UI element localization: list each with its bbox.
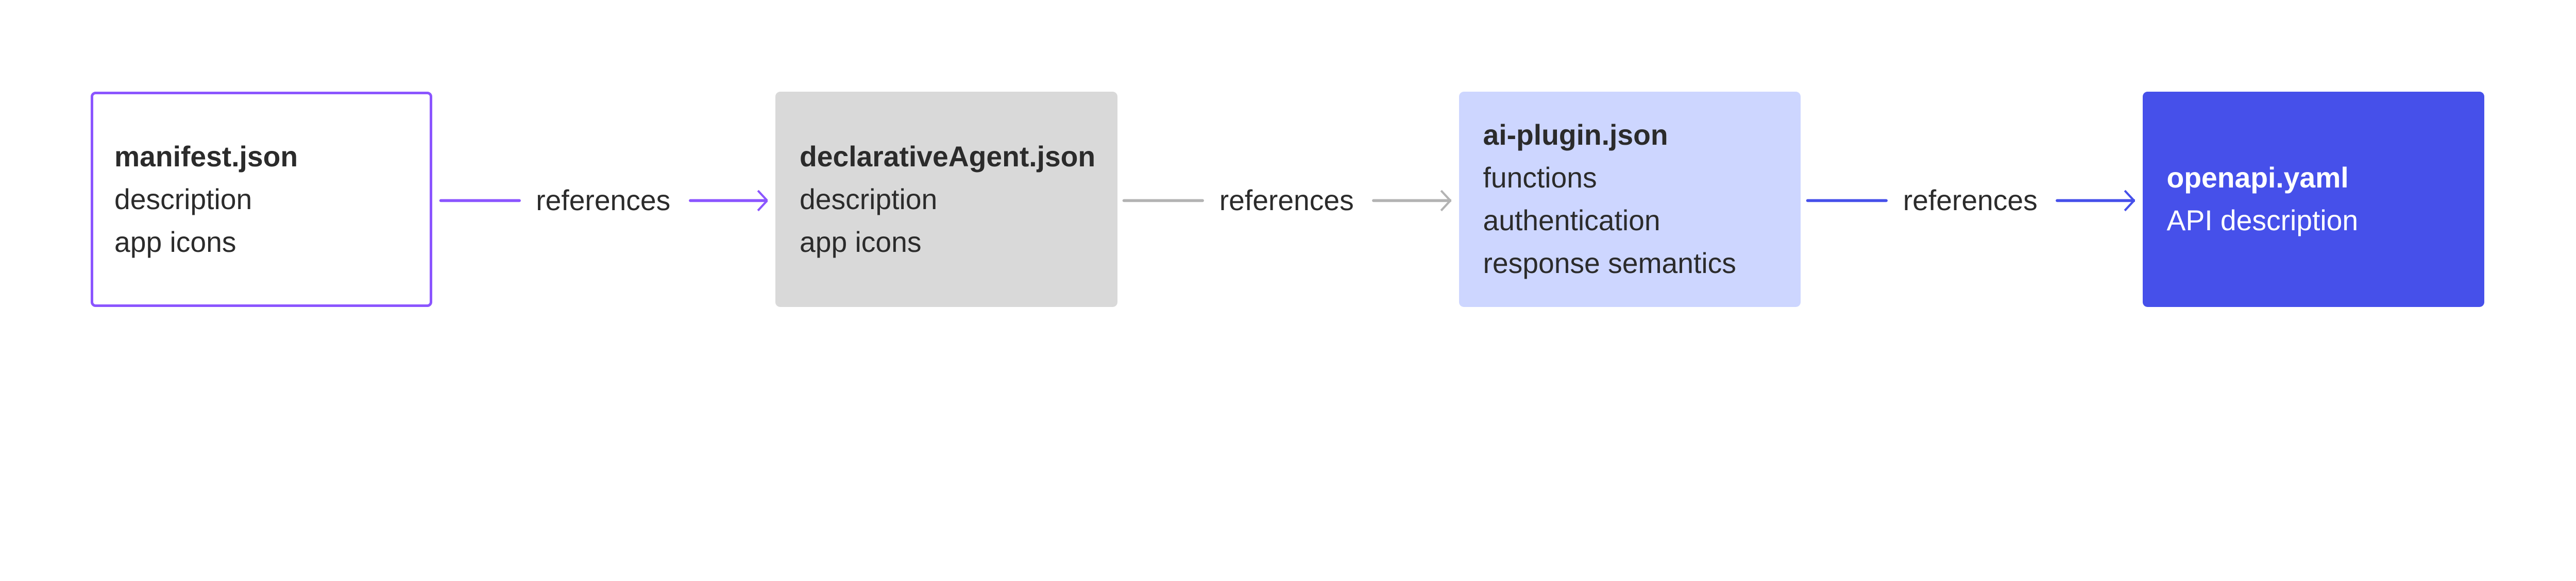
node-openapi: openapi.yaml API description xyxy=(2142,92,2484,307)
node-declarative-agent: declarativeAgent.json description app ic… xyxy=(775,92,1117,307)
edge-declarative-agent-to-ai-plugin: references xyxy=(1122,179,1451,222)
edge-manifest-to-declarative-agent: references xyxy=(439,179,768,222)
node-title: manifest.json xyxy=(114,140,298,173)
arrow-icon xyxy=(439,190,768,211)
node-line: functions xyxy=(1483,162,1597,194)
node-line: description xyxy=(800,183,938,215)
node-title: declarativeAgent.json xyxy=(800,140,1096,173)
node-line: app icons xyxy=(114,226,236,258)
node-title: openapi.yaml xyxy=(2166,162,2349,194)
arrow-icon xyxy=(1806,190,2135,211)
node-manifest: manifest.json description app icons xyxy=(90,92,432,307)
arrow-icon xyxy=(1122,190,1451,211)
node-line: description xyxy=(114,183,252,215)
node-line: response semantics xyxy=(1483,247,1736,280)
node-line: app icons xyxy=(800,226,922,258)
node-line: authentication xyxy=(1483,204,1660,237)
edge-label: references xyxy=(536,184,671,216)
edge-ai-plugin-to-openapi: references xyxy=(1806,179,2135,222)
node-line: API description xyxy=(2166,204,2359,237)
edge-label: references xyxy=(1219,184,1354,216)
edge-label: references xyxy=(1903,184,2038,216)
node-ai-plugin: ai-plugin.json functions authentication … xyxy=(1459,92,1801,307)
node-title: ai-plugin.json xyxy=(1483,119,1668,151)
